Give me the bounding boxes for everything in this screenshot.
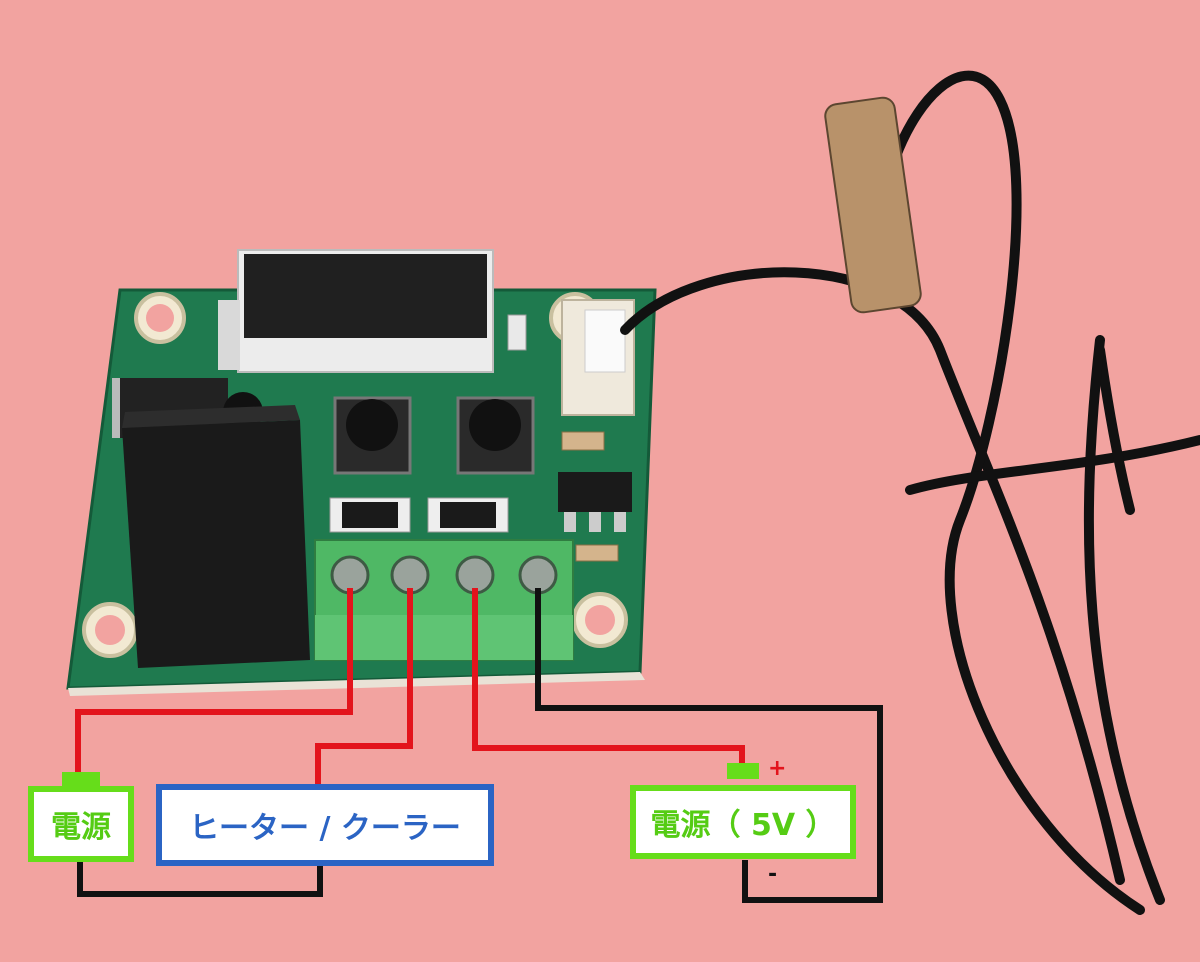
voltage-regulator (558, 431, 632, 562)
diodes (329, 497, 509, 533)
heater-cooler-label: ヒーター / クーラー (156, 784, 494, 866)
red-wire-power-left (75, 588, 353, 782)
heater-cooler-label-text: ヒーター / クーラー (189, 811, 461, 846)
power-label-left-text: 電源 (51, 810, 111, 845)
terminal-cap (727, 763, 759, 779)
sensor-connector (561, 299, 635, 416)
wires (75, 588, 883, 903)
plus-sign: + (768, 756, 787, 781)
probe-tip (824, 96, 922, 314)
minus-sign: - (768, 862, 778, 887)
led (507, 314, 527, 351)
temperature-probe (620, 70, 1200, 915)
red-wire-heater (315, 588, 413, 790)
terminal-block (314, 539, 574, 661)
power-5v-label-text: 電源（ 5V ） (650, 808, 836, 843)
terminal-cap (62, 772, 100, 788)
red-wire-5v-plus (472, 588, 745, 772)
power-label-left: 電源 (28, 786, 134, 862)
power-5v-label: 電源（ 5V ） (630, 785, 856, 859)
push-buttons (223, 392, 535, 475)
relay (122, 405, 310, 668)
black-wire-loop (77, 862, 323, 897)
seven-segment-display (218, 249, 494, 373)
black-wire-5v-minus (535, 588, 883, 903)
